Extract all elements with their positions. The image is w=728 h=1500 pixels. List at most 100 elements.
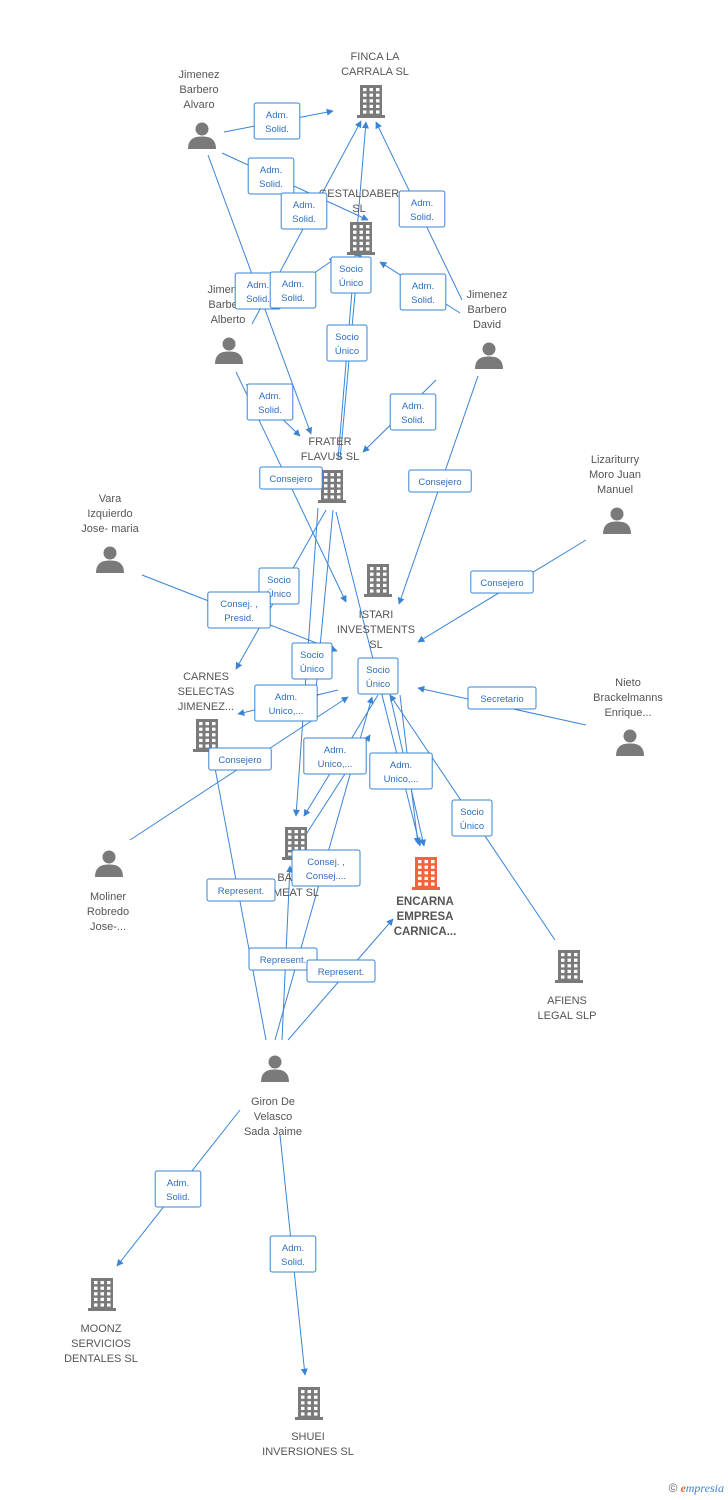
edge-label[interactable]: Adm. Solid. — [234, 272, 282, 310]
edge-label-text: Consej. , — [220, 599, 258, 610]
edge-label-box — [280, 192, 328, 230]
node-label-line: MOONZ — [81, 1323, 122, 1335]
edge-label-box — [451, 799, 493, 837]
edge-label-text: Adm. — [402, 401, 424, 412]
node-label-line: Jose- maria — [81, 523, 139, 535]
node-label-line: LEGAL SLP — [538, 1010, 597, 1022]
edge-label-text: Socio — [267, 575, 291, 586]
edge-label-text: Único — [335, 346, 359, 357]
edge-label[interactable]: Consej. ,Presid. — [207, 591, 271, 629]
edge-label[interactable]: Adm.Solid. — [269, 271, 317, 309]
edge-label-text: Solid. — [401, 415, 425, 426]
edge-label[interactable]: Represent. — [206, 878, 276, 902]
node-label-line: ENCARNA — [396, 896, 454, 908]
node-label-line: Barbero — [179, 84, 218, 96]
edge-label-text: Solid. — [281, 1257, 305, 1268]
edge-label[interactable]: Adm.Solid. — [280, 192, 328, 230]
edge-label-text: Represent. — [260, 955, 306, 966]
node-label-line: Giron De — [251, 1096, 295, 1108]
node-label-line: David — [473, 319, 501, 331]
node-carnes[interactable]: CARNESSELECTASJIMENEZ... — [178, 671, 235, 752]
edge-label[interactable]: Adm.Unico,... — [303, 737, 367, 775]
edge-label-text: Solid. — [259, 179, 283, 190]
edge-label-text: Único — [300, 664, 324, 675]
edge-label-text: Unico,... — [269, 706, 304, 717]
edge-label-box — [408, 469, 472, 493]
edge-line — [221, 152, 369, 221]
edge-label-box — [208, 747, 272, 771]
edge-label[interactable]: Consejero — [408, 469, 472, 493]
edge-labels-layer: Adm. Solid. Adm. Solid. Adm. Solid. Adm. Solid.… — [154, 102, 537, 1273]
edge-label-text: Único — [267, 589, 291, 600]
node-label-line: DENTALES SL — [64, 1353, 138, 1365]
edge-label[interactable]: Represent. — [248, 947, 318, 971]
edge-label-box — [291, 642, 333, 680]
empresia-logo[interactable]: ©empresia — [668, 1481, 724, 1495]
edge-label-text: Adm. — [390, 760, 412, 771]
edge-label[interactable]: Secretario — [467, 686, 537, 710]
edge-label[interactable]: Consej. ,Consej.... — [291, 849, 361, 887]
edge-label[interactable]: Adm.Solid. — [398, 190, 446, 228]
edge-label-text: Adm. — [260, 165, 282, 176]
edge-label-box — [389, 393, 437, 431]
node-label-line: Sada Jaime — [244, 1126, 302, 1138]
edge-label[interactable]: Adm. Unico,... — [369, 752, 433, 790]
edge-label-text: Unico,... — [384, 774, 419, 785]
edge-label-text: Solid. — [246, 294, 270, 305]
edge-label[interactable]: Represent. — [306, 959, 376, 983]
building-icon — [88, 1278, 116, 1311]
edge-label[interactable]: Consejero — [259, 466, 323, 490]
edge-label-box — [330, 256, 372, 294]
edge-label[interactable]: Adm.Solid. — [154, 1170, 202, 1208]
edge-label[interactable]: Consejero — [470, 570, 534, 594]
edge-label[interactable]: Adm.Unico,... — [254, 684, 318, 722]
edge-label-box — [306, 959, 376, 983]
edge-label-text: Adm. — [412, 281, 434, 292]
edge-label-box — [467, 686, 537, 710]
node-encarna[interactable]: ENCARNAEMPRESACARNICA... — [394, 857, 457, 938]
edge-label-box — [357, 657, 399, 695]
person-icon — [616, 729, 644, 756]
edge-label[interactable]: Adm.Solid. — [399, 273, 447, 311]
edge-label-box — [259, 466, 323, 490]
node-nieto[interactable]: NietoBrackelmannsEnrique... — [593, 677, 663, 756]
node-label-line: Nieto — [615, 677, 641, 689]
building-icon — [193, 719, 221, 752]
node-label-line: Moliner — [90, 891, 126, 903]
node-label-line: FLAVUS SL — [301, 451, 360, 463]
node-moliner[interactable]: MolinerRobredoJose-... — [87, 850, 129, 934]
edge-label-box — [253, 102, 301, 140]
edge-label-text: Adm. — [247, 280, 269, 291]
edge-label-text: Único — [366, 679, 390, 690]
edge-label-box — [207, 591, 271, 629]
edge-label[interactable]: Adm.Solid. — [246, 383, 294, 421]
edge-label[interactable]: Adm.Solid. — [269, 1235, 317, 1273]
edge-label-text: Solid. — [281, 293, 305, 304]
edge-label[interactable]: Consejero — [208, 747, 272, 771]
node-label-line: Jimenez — [467, 289, 508, 301]
edge-label[interactable]: Adm.Solid. — [253, 102, 301, 140]
edge-label[interactable]: Adm. Solid. — [247, 157, 295, 195]
edge-label[interactable]: Adm. Solid. — [389, 393, 437, 431]
edge-label-text: Adm. — [167, 1178, 189, 1189]
node-label-line: CARRALA SL — [341, 66, 409, 78]
